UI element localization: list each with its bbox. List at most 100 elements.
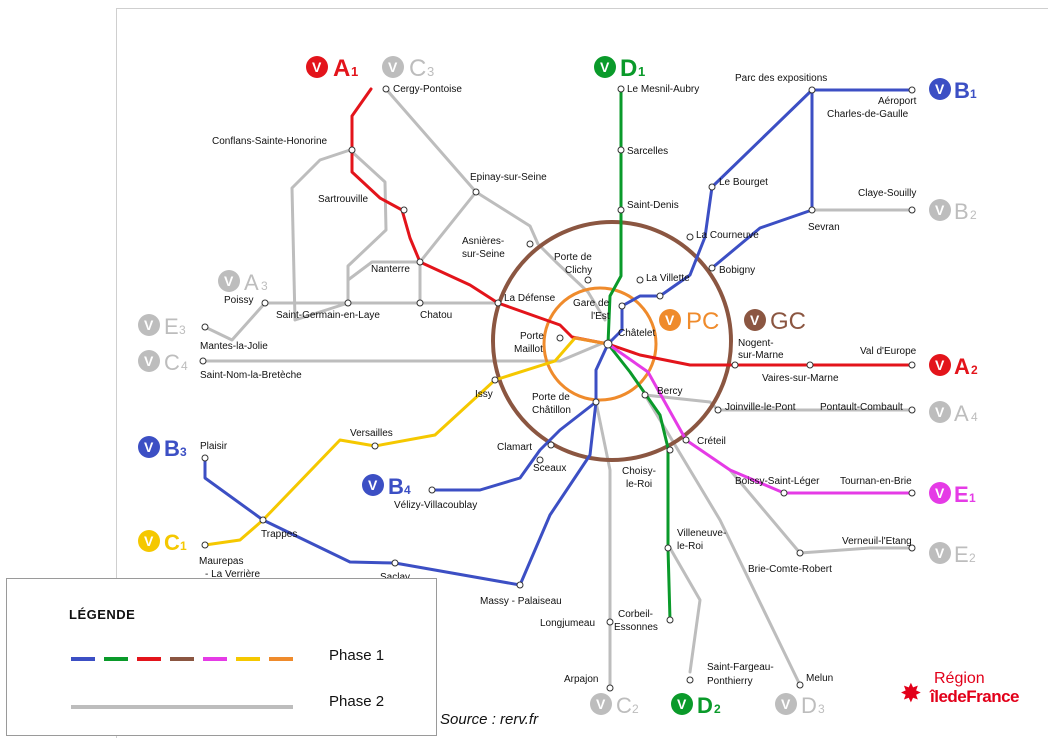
- line-e2: [728, 468, 914, 555]
- svg-text:V: V: [677, 696, 687, 712]
- label-aeroport: Aéroport: [878, 96, 917, 107]
- dot-saclay: [391, 559, 399, 567]
- label-saint-nom: Saint-Nom-la-Bretèche: [200, 370, 302, 381]
- label-choisy2: le-Roi: [626, 479, 652, 490]
- label-sarcelles: Sarcelles: [627, 146, 668, 157]
- badge-e3: V E 3: [138, 314, 186, 339]
- ring-gc: [491, 220, 733, 462]
- dot-chatillon: [592, 398, 600, 406]
- label-epinay: Epinay-sur-Seine: [470, 172, 547, 183]
- svg-text:B: B: [388, 474, 404, 499]
- svg-text:V: V: [144, 317, 154, 333]
- svg-text:V: V: [368, 477, 378, 493]
- dot-villette: [636, 276, 644, 284]
- label-villette: La Villette: [646, 273, 690, 284]
- line-conflans-loop: [290, 148, 388, 322]
- svg-text:V: V: [935, 81, 945, 97]
- label-massy: Massy - Palaiseau: [480, 596, 562, 607]
- dot-sarcelles: [617, 146, 625, 154]
- dot-bercy: [641, 391, 649, 399]
- station-dots: [199, 85, 916, 692]
- label-nanterre: Nanterre: [371, 264, 410, 275]
- swatch-orange: [269, 657, 293, 661]
- svg-text:D: D: [801, 693, 817, 718]
- label-joinville: Joinville-le-Pont: [725, 402, 796, 413]
- svg-text:1: 1: [180, 539, 187, 553]
- svg-text:4: 4: [971, 410, 978, 424]
- label-nogent2: sur-Marne: [738, 350, 784, 361]
- label-villeneuve2: le-Roi: [677, 541, 703, 552]
- svg-text:V: V: [144, 439, 154, 455]
- badge-pc: V PC: [659, 308, 719, 335]
- svg-text:2: 2: [714, 702, 721, 716]
- dot-courneuve: [686, 233, 694, 241]
- badge-a3: V A 3: [218, 270, 268, 295]
- dot-val-europe: [908, 361, 916, 369]
- dot-sartrouville: [400, 206, 408, 214]
- line-nanterre: [346, 260, 422, 305]
- station-labels: Cergy-Pontoise Le Mesnil-Aubry Parc des …: [199, 73, 917, 687]
- swatch-pink: [203, 657, 227, 661]
- source-caption: Source : rerv.fr: [440, 711, 539, 728]
- ring-pc: [542, 286, 658, 402]
- label-vaires: Vaires-sur-Marne: [762, 373, 839, 384]
- svg-text:V: V: [600, 59, 610, 75]
- svg-text:A: A: [954, 401, 969, 426]
- svg-text:V: V: [935, 357, 945, 373]
- legend-phase2-label: Phase 2: [329, 693, 385, 710]
- dot-fargeau: [686, 676, 694, 684]
- label-claye: Claye-Souilly: [858, 188, 916, 199]
- label-mantes: Mantes-la-Jolie: [200, 341, 268, 352]
- svg-text:V: V: [144, 353, 154, 369]
- label-nogent1: Nogent-: [738, 338, 774, 349]
- dot-defense: [494, 299, 502, 307]
- svg-text:1: 1: [969, 491, 976, 505]
- svg-text:V: V: [935, 485, 945, 501]
- label-maurepas2: - La Verrière: [205, 569, 260, 580]
- label-sceaux: Sceaux: [533, 463, 566, 474]
- label-verneuil: Verneuil-l'Etang: [842, 536, 912, 547]
- label-velizy: Vélizy-Villacoublay: [394, 500, 477, 511]
- line-e3: [203, 301, 267, 342]
- label-conflans: Conflans-Sainte-Honorine: [212, 136, 328, 147]
- label-courneuve: La Courneuve: [696, 230, 759, 241]
- dot-epinay: [472, 188, 480, 196]
- dot-mesnil: [617, 85, 625, 93]
- dot-parc: [808, 86, 816, 94]
- svg-text:3: 3: [180, 445, 187, 459]
- star-icon: ✸: [900, 678, 922, 708]
- label-corbeil2: Essonnes: [614, 622, 658, 633]
- dot-pontault: [908, 406, 916, 414]
- label-asnieres2: sur-Seine: [462, 249, 505, 260]
- dot-clichy: [584, 276, 592, 284]
- svg-text:4: 4: [181, 359, 188, 373]
- svg-text:V: V: [224, 273, 234, 289]
- svg-text:3: 3: [427, 64, 434, 79]
- svg-text:V: V: [781, 696, 791, 712]
- dot-massy: [516, 581, 524, 589]
- dot-arpajon: [606, 684, 614, 692]
- badge-b2: V B 2: [929, 199, 977, 224]
- label-clichy2: Clichy: [565, 265, 592, 276]
- badge-c1: V C 1: [138, 530, 187, 555]
- dot-joinville: [714, 406, 722, 414]
- badge-e2: V E 2: [929, 542, 976, 567]
- dot-chatou: [416, 299, 424, 307]
- line-pc: [573, 336, 610, 346]
- line-chatou-epinay: [418, 190, 478, 305]
- dot-villeneuve: [664, 544, 672, 552]
- label-gare-est1: Gare de: [573, 298, 610, 309]
- svg-text:4: 4: [404, 483, 411, 497]
- swatch-blue: [71, 657, 95, 661]
- label-fargeau1: Saint-Fargeau-: [707, 662, 774, 673]
- label-defense: La Défense: [504, 293, 556, 304]
- dot-cergy: [382, 85, 390, 93]
- svg-text:1: 1: [351, 64, 358, 79]
- dot-aeroport: [908, 86, 916, 94]
- svg-text:B: B: [954, 199, 969, 224]
- dot-creteil: [682, 436, 690, 444]
- svg-text:3: 3: [818, 702, 825, 716]
- region-logo-top: Région: [934, 670, 985, 687]
- svg-text:E: E: [954, 542, 969, 567]
- label-bercy: Bercy: [657, 386, 683, 397]
